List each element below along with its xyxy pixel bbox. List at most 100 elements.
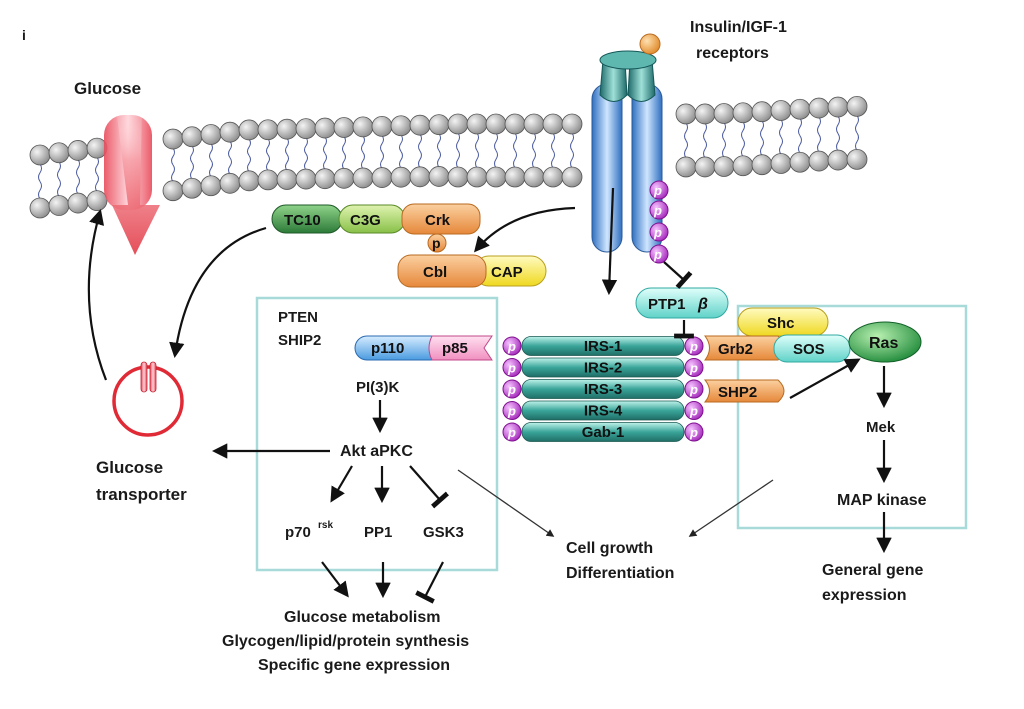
lipid-head (181, 126, 203, 148)
phospho-ball (684, 422, 704, 442)
lipid-head (428, 166, 450, 187)
lipid-tail (209, 143, 213, 161)
phospho-ball: p (649, 200, 669, 220)
phospho-label: p (507, 339, 516, 354)
lipid-tail (190, 162, 194, 180)
lipid-tail (703, 122, 707, 141)
lipid-tail (855, 132, 859, 151)
lipid-head (162, 180, 184, 202)
lipid-head (257, 119, 279, 141)
phospho-label: p (689, 339, 698, 354)
lipid-head (48, 142, 70, 164)
svg-text:Shc: Shc (767, 315, 795, 332)
receptor-phospho-column: p p p p (649, 180, 669, 264)
irs-pill (521, 336, 685, 356)
lipid-head (846, 95, 868, 117)
lipid-head (675, 156, 697, 178)
glucose-transporter-label-line2: transporter (96, 485, 187, 504)
lipid-head (447, 166, 469, 188)
ligand-ball (639, 33, 661, 55)
corner-mark: i (22, 27, 26, 43)
lipid-head (466, 166, 488, 188)
lipid-head (181, 177, 203, 199)
lipid-tail (513, 132, 517, 151)
phospho-ball (502, 379, 522, 399)
lipid-head (29, 197, 51, 219)
pten-label: PTEN (278, 309, 318, 326)
lipid-tail (418, 150, 422, 169)
lipid-head (485, 166, 507, 188)
lipid-head (846, 148, 868, 170)
gsk3-label: GSK3 (423, 524, 464, 541)
lipid-head (504, 113, 526, 135)
general-gene-label-line2: expression (822, 587, 906, 604)
lipid-head (200, 175, 222, 197)
lipid-tail (361, 135, 365, 153)
lipid-tail (855, 115, 859, 134)
lipid-head (827, 96, 849, 118)
svg-text:Cbl: Cbl (423, 264, 447, 281)
svg-text:SOS: SOS (793, 341, 825, 358)
ras-node: Ras (848, 321, 922, 363)
lipid-tail (494, 150, 498, 169)
lipid-tail (95, 174, 99, 192)
irs-pill (521, 357, 685, 378)
lipid-head (200, 124, 222, 145)
svg-text:rsk: rsk (318, 520, 333, 531)
svg-text:p70: p70 (285, 524, 311, 541)
lipid-head (352, 116, 374, 138)
lipid-tail (323, 136, 327, 154)
tee-gsk3-to-metabolism (415, 561, 444, 604)
lipid-tail (399, 151, 403, 169)
glucose-arrow (112, 108, 160, 255)
lipid-head (48, 195, 70, 216)
lipid-tail (456, 132, 460, 151)
mapk-pathway-box (736, 304, 968, 530)
lipid-tail (551, 132, 555, 151)
lipid-tail (703, 140, 707, 159)
lipid-head (352, 167, 374, 189)
phospho-ball (684, 401, 704, 420)
tee-receptor-to-ptp1b (663, 261, 693, 289)
thin-arrows (457, 469, 774, 537)
lipid-head (86, 190, 108, 211)
phospho-label: p (507, 425, 516, 440)
lipid-tail (247, 138, 251, 156)
phospho-ball (684, 379, 704, 399)
lipid-head (314, 117, 336, 139)
lipid-tail (532, 150, 536, 169)
phospho-ball (684, 358, 704, 377)
lipid-tail (475, 150, 479, 169)
phospho-ball: p (649, 244, 669, 264)
lipid-head (29, 144, 51, 166)
svg-text:C3G: C3G (350, 212, 381, 229)
phospho-label: p (507, 361, 516, 376)
lipid-head (295, 118, 317, 140)
svg-text:p110: p110 (371, 340, 404, 357)
lipid-head (485, 113, 507, 135)
mek-label: Mek (866, 419, 896, 436)
lipid-head (428, 114, 450, 136)
lipid-head (561, 166, 583, 188)
arrow-akt-to-cellgrowth (457, 469, 555, 537)
lipid-tail (418, 133, 422, 152)
lipid-tail (399, 134, 403, 152)
lipid-tail (342, 152, 346, 170)
crk-pill (401, 203, 481, 235)
lipid-tail (171, 164, 175, 183)
phospho-ball (684, 336, 704, 356)
lipid-tail (798, 117, 802, 137)
shp2-pill (703, 379, 785, 403)
cell-growth-label-line2: Differentiation (566, 565, 674, 582)
lipid-head (713, 103, 735, 124)
lipid-head (504, 166, 526, 188)
svg-text:PTP1: PTP1 (648, 296, 686, 313)
phospho-label: p (689, 404, 698, 419)
lipid-head (732, 155, 754, 177)
lipid-tail (209, 159, 213, 178)
svg-text:CAP: CAP (491, 264, 523, 281)
ptp1b-complex: PTP1 β (635, 287, 729, 319)
